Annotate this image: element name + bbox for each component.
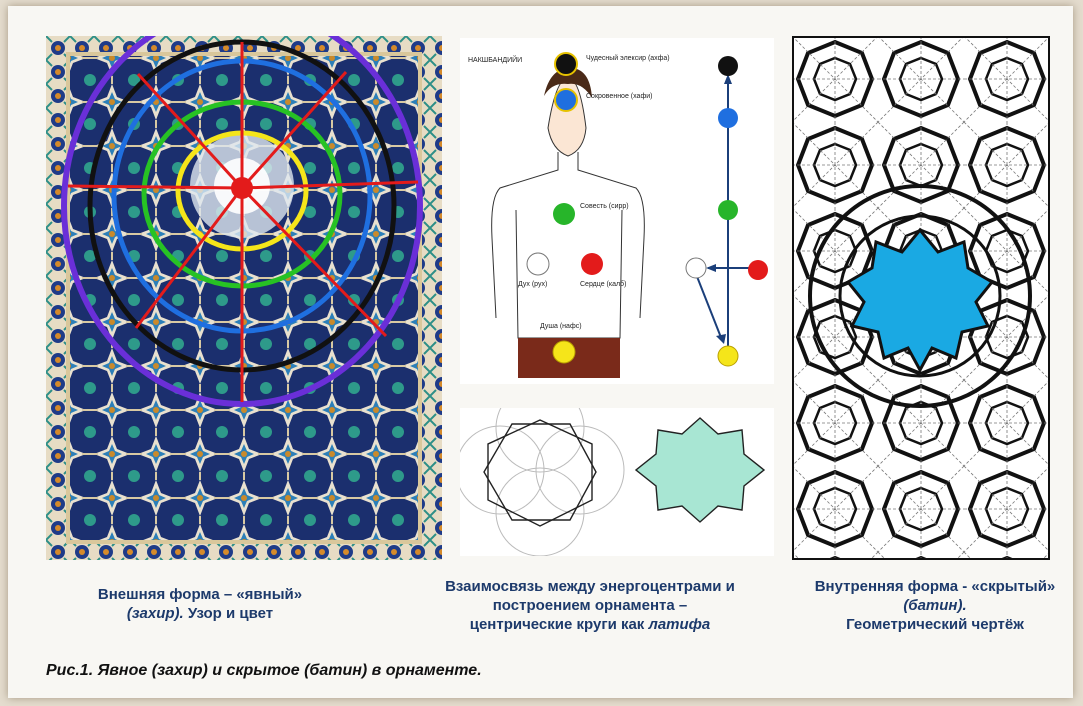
dot-white xyxy=(527,253,549,275)
label-soul: Душа (нафс) xyxy=(540,323,582,330)
figure-caption: Рис.1. Явное (захир) и скрытое (батин) в… xyxy=(46,662,482,680)
chain-blue xyxy=(718,108,738,128)
star-construction xyxy=(460,408,774,556)
label-heart: Сердце (калб) xyxy=(580,280,626,288)
energy-centers-panel: НАКШБАНДИЙИ Чудесный элексир (ахфа) Сокр… xyxy=(460,38,774,384)
ornament-photo xyxy=(46,36,442,560)
dot-red xyxy=(581,253,603,275)
ten-point-star xyxy=(636,418,764,522)
caption-center-line1: Взаимосвязь между энергоцентрами и xyxy=(400,577,780,596)
dot-blue xyxy=(555,89,577,111)
star-construction-panel xyxy=(460,408,774,556)
caption-center-italic: латифа xyxy=(648,616,710,633)
caption-right-line3: Геометрический чертёж xyxy=(790,615,1080,634)
naqshbandi-label: НАКШБАНДИЙИ xyxy=(468,55,522,64)
center-red-dot xyxy=(231,177,253,199)
dot-black xyxy=(555,53,577,75)
dot-green xyxy=(553,203,575,225)
caption-left-line1: Внешняя форма – «явный» xyxy=(50,585,350,604)
caption-center: Взаимосвязь между энергоцентрами и постр… xyxy=(400,577,780,634)
geometric-drawing-panel xyxy=(792,36,1050,560)
chain-yellow xyxy=(718,346,738,366)
caption-right: Внутренняя форма - «скрытый» (батин). Ге… xyxy=(790,577,1080,634)
label-spirit: Дух (рух) xyxy=(518,281,547,288)
caption-right-italic: (батин). xyxy=(903,597,966,614)
chain-red xyxy=(748,260,768,280)
caption-left-italic: (захир). xyxy=(127,605,184,622)
chain-green xyxy=(718,200,738,220)
body-diagram: НАКШБАНДИЙИ Чудесный элексир (ахфа) Сокр… xyxy=(460,38,774,384)
caption-left: Внешняя форма – «явный» (захир). Узор и … xyxy=(50,585,350,623)
geometric-drawing xyxy=(792,36,1050,560)
caption-left-rest: Узор и цвет xyxy=(184,605,273,622)
chain-white xyxy=(686,258,706,278)
caption-center-line3: центрические круги как xyxy=(470,616,649,633)
chain-black xyxy=(718,56,738,76)
label-elixir: Чудесный элексир (ахфа) xyxy=(586,54,670,62)
label-hidden: Сокровенное (хафи) xyxy=(586,93,652,100)
label-conscience: Совесть (сирр) xyxy=(580,203,629,210)
ornament-photo-panel xyxy=(46,36,442,560)
caption-center-line2: построением орнамента – xyxy=(400,596,780,615)
dot-yellow xyxy=(553,341,575,363)
caption-right-line1: Внутренняя форма - «скрытый» xyxy=(790,577,1080,596)
